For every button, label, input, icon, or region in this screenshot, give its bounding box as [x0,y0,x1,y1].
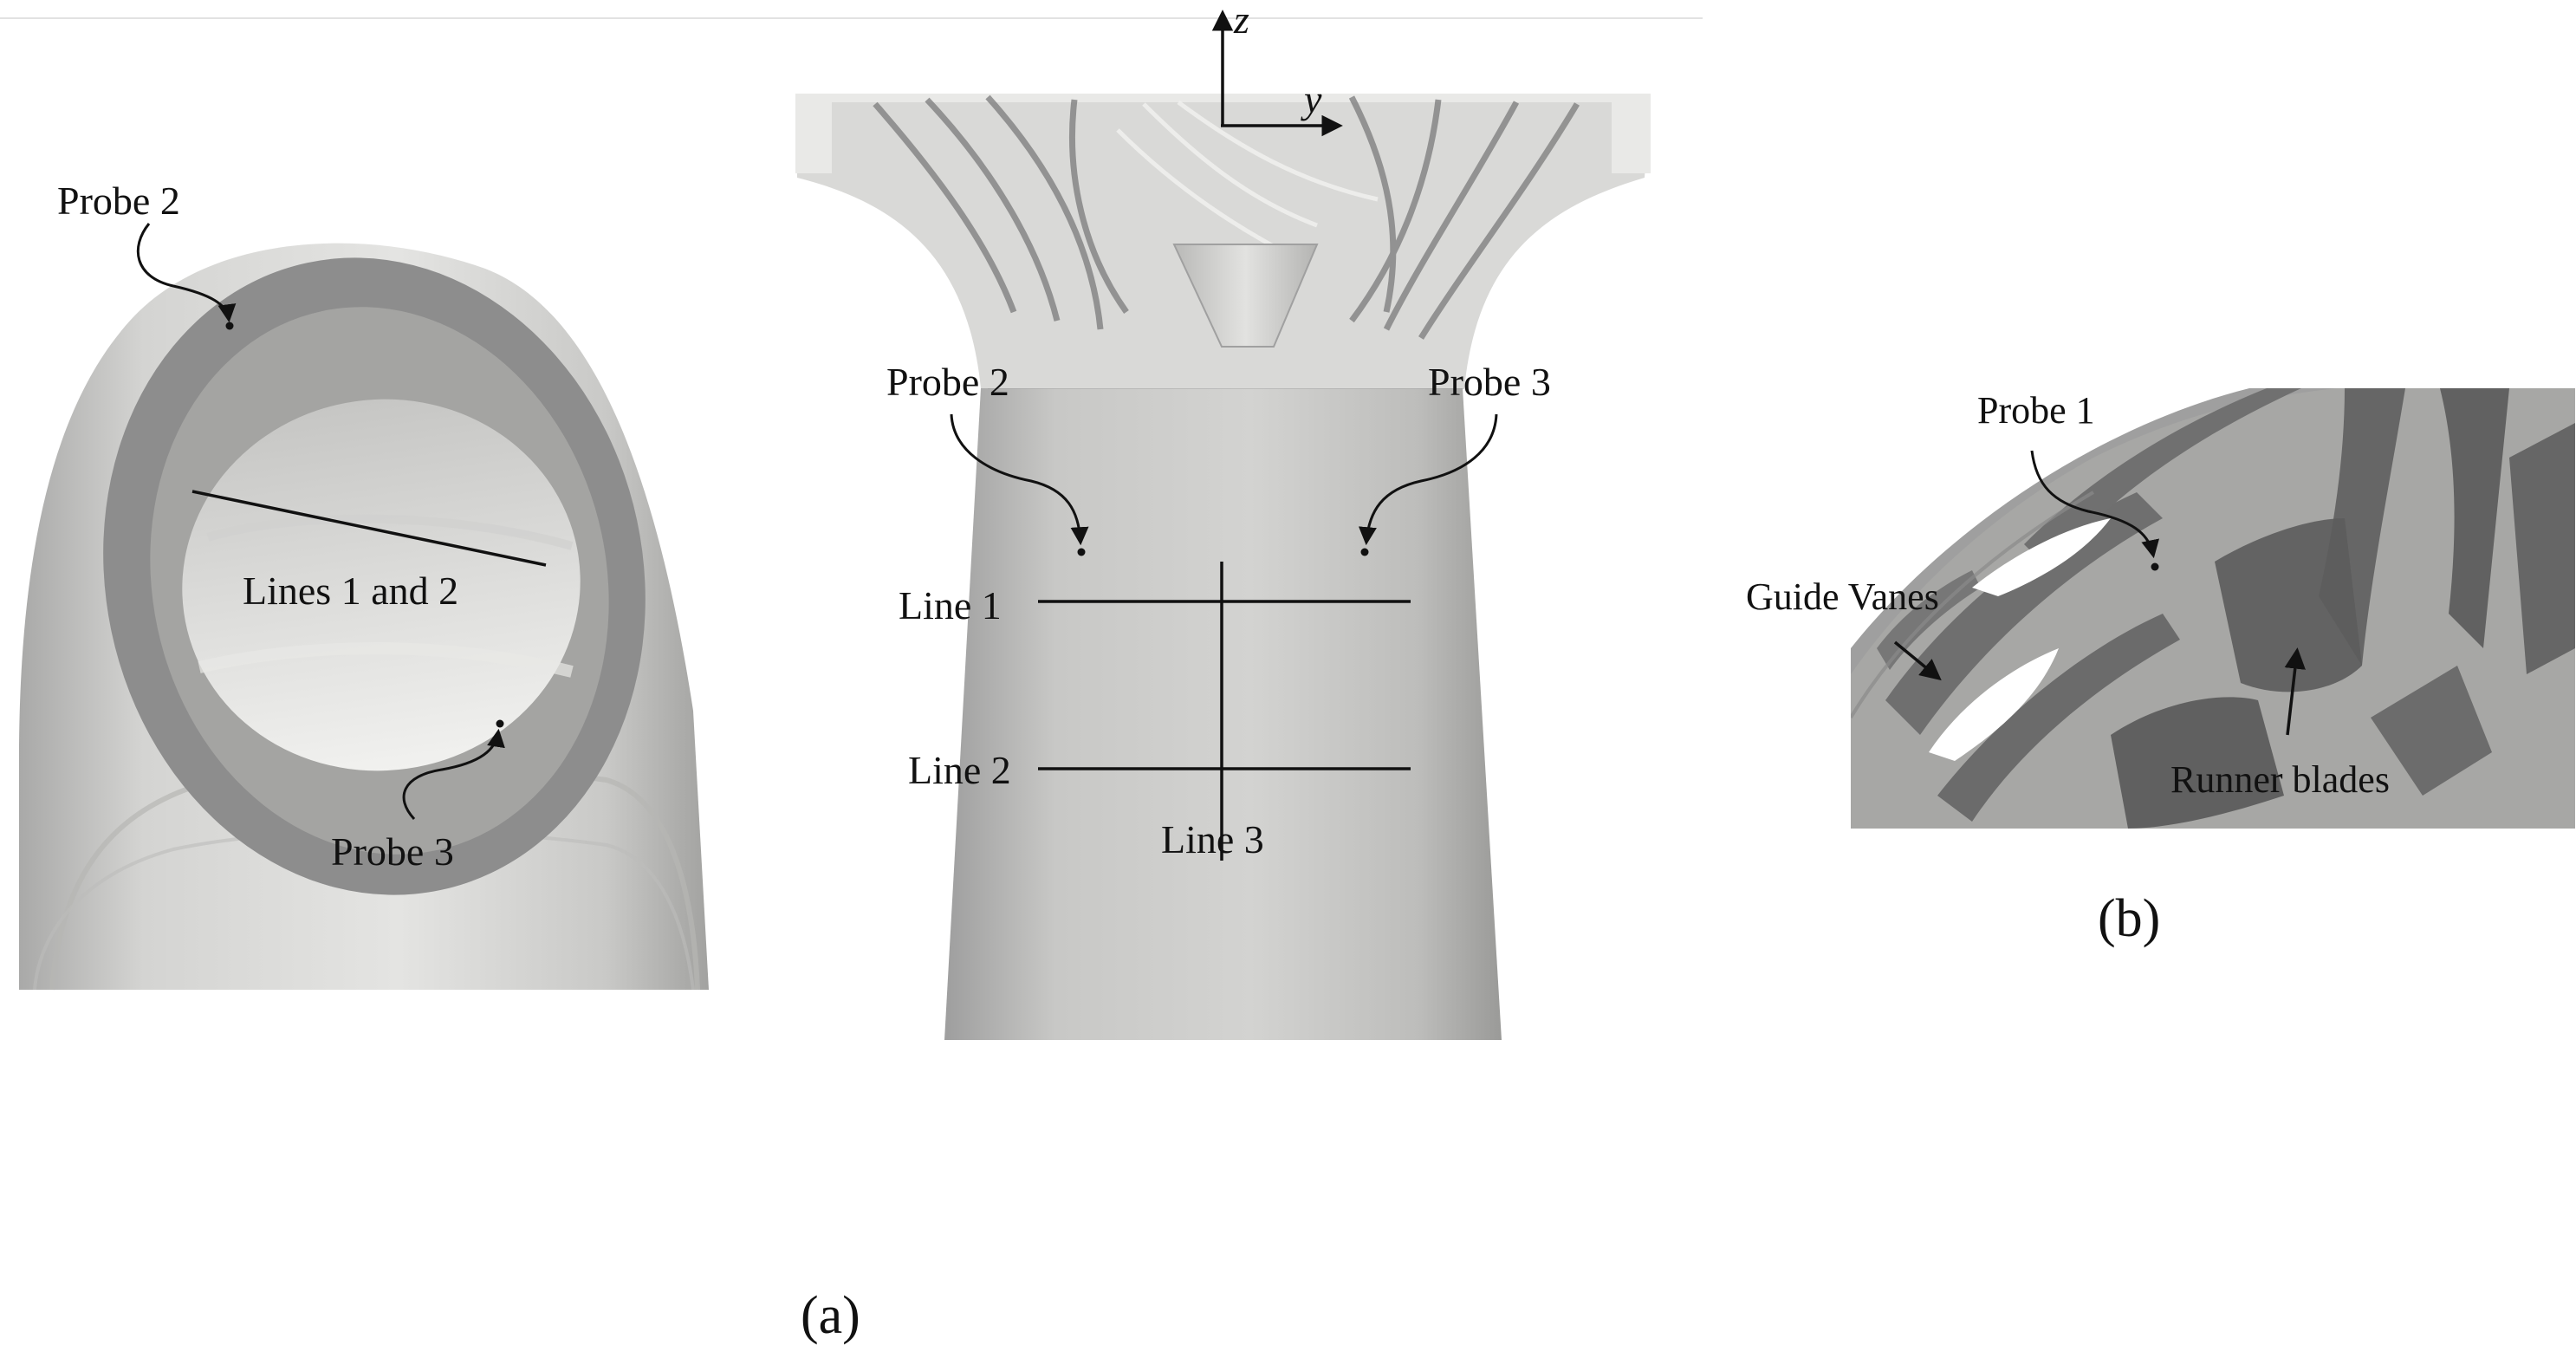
label-lines-1-2: Lines 1 and 2 [243,569,458,613]
runner-blades-front [873,94,1580,340]
left-tube-view: Probe 2 Lines 1 and 2 Probe 3 [19,179,709,991]
label-line1: Line 1 [899,583,1002,627]
label-probe1: Probe 1 [1977,389,2095,432]
guide-vanes-arrow [1893,640,1942,681]
label-line3: Line 3 [1161,817,1264,861]
probe1-marker [2151,562,2159,571]
label-probe2-left: Probe 2 [57,179,180,223]
label-line2: Line 2 [908,748,1011,792]
front-draft-tube-view: Probe 2 Probe 3 Line 1 Line 2 Line 3 [795,94,1651,1040]
probe2-marker-left [225,322,234,330]
probe3-marker-front [1360,548,1369,556]
probe2-arrow-front [950,413,1089,546]
probe3-marker-left [496,719,504,728]
lines-1-2-indicator [191,490,547,567]
probe1-arrow [2030,450,2159,559]
probe2-marker-front [1077,548,1086,556]
label-probe3-left: Probe 3 [331,829,454,874]
label-guide-vanes: Guide Vanes [1746,575,1939,618]
panel-b-runner-closeup: Probe 1 Guide Vanes Runner blades [1746,388,2575,829]
probe3-arrow-left [402,728,505,821]
coordinate-axes: z y [1211,0,1343,137]
caption-b: (b) [2098,889,2160,948]
runner-hub-cone [1172,244,1319,348]
label-runner-blades: Runner blades [2170,758,2390,801]
probe2-arrow-left [136,223,237,323]
label-probe3-front: Probe 3 [1428,360,1551,404]
y-axis-label: y [1301,77,1322,121]
z-axis-label: z [1233,0,1249,42]
runner-blades-shapes [2111,388,2575,829]
runner-blades-arrow [2284,647,2306,736]
guide-vane-gaps [1929,518,2111,761]
label-probe2-front: Probe 2 [886,360,1009,404]
tube-inner-opening [182,399,581,771]
caption-a: (a) [801,1286,860,1345]
probe3-arrow-front [1358,413,1498,546]
